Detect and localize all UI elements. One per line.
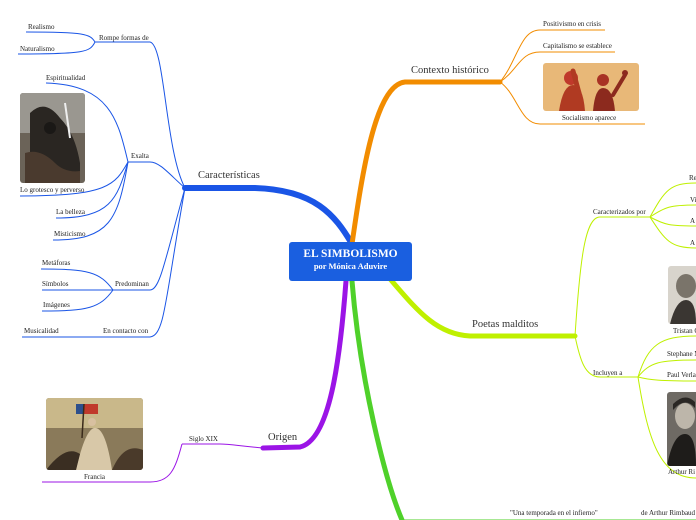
subtopic-en-contacto[interactable]: En contacto con bbox=[103, 327, 149, 335]
subtopic-siglo-xix[interactable]: Siglo XIX bbox=[189, 435, 218, 443]
item-metaforas[interactable]: Metáforas bbox=[42, 259, 71, 267]
topic-poetas-malditos[interactable]: Poetas malditos bbox=[472, 319, 539, 330]
branch-caracteristicas bbox=[182, 185, 355, 247]
item-arthur-rimbaud[interactable]: Arthur Ri bbox=[668, 468, 696, 476]
central-title: EL SIMBOLISMO bbox=[303, 248, 398, 260]
topic-origen[interactable]: Origen bbox=[268, 432, 298, 443]
topic-contexto-historico[interactable]: Contexto histórico bbox=[411, 65, 489, 76]
item-simbolos[interactable]: Símbolos bbox=[42, 280, 69, 288]
item-tristan-corbiere[interactable]: Tristan C bbox=[673, 327, 696, 335]
item-caracterizados-3[interactable]: A bbox=[690, 217, 696, 225]
item-caracterizados-4[interactable]: A bbox=[690, 239, 696, 247]
item-paul-verlaine[interactable]: Paul Verla bbox=[667, 371, 696, 379]
item-caracterizados-1[interactable]: Re bbox=[689, 174, 696, 182]
item-misticismo[interactable]: Misticismo bbox=[54, 230, 86, 238]
liberty-painting-icon bbox=[46, 398, 143, 470]
image-arthur-rimbaud bbox=[667, 392, 696, 466]
item-naturalismo[interactable]: Naturalismo bbox=[20, 45, 55, 53]
item-espiritualidad[interactable]: Espiritualidad bbox=[46, 74, 86, 82]
grotesque-painting-icon bbox=[20, 93, 85, 183]
subtopic-caracterizados-por[interactable]: Caracterizados por bbox=[593, 208, 646, 216]
branch-bottom bbox=[349, 278, 405, 520]
image-socialismo bbox=[543, 63, 639, 111]
item-imagenes[interactable]: Imágenes bbox=[43, 301, 70, 309]
topic-caracteristicas[interactable]: Características bbox=[198, 170, 260, 181]
subtopic-incluyen-a[interactable]: Incluyen a bbox=[593, 369, 623, 377]
central-topic[interactable]: EL SIMBOLISMO por Mónica Aduvire bbox=[289, 242, 412, 281]
subtopic-predominan[interactable]: Predominan bbox=[115, 280, 149, 288]
image-francia-painting bbox=[46, 398, 143, 470]
portrait-photo-icon bbox=[668, 266, 696, 324]
item-francia[interactable]: Francia bbox=[84, 473, 105, 481]
item-positivismo[interactable]: Positivismo en crisis bbox=[543, 20, 601, 28]
item-de-arthur-rimbaud[interactable]: de Arthur Rimbaud bbox=[641, 509, 696, 517]
portrait-photo-icon bbox=[667, 392, 696, 466]
item-lo-grotesco[interactable]: Lo grotesco y perverso bbox=[20, 186, 85, 194]
item-realismo[interactable]: Realismo bbox=[28, 23, 55, 31]
branch-contexto bbox=[349, 79, 503, 247]
subtopic-rompe-formas[interactable]: Rompe formas de bbox=[99, 34, 149, 42]
image-lo-grotesco bbox=[20, 93, 85, 183]
subtopic-exalta[interactable]: Exalta bbox=[131, 152, 149, 160]
central-subtitle: por Mónica Aduvire bbox=[313, 261, 388, 271]
item-la-belleza[interactable]: La belleza bbox=[56, 208, 85, 216]
item-musicalidad[interactable]: Musicalidad bbox=[24, 327, 59, 335]
socialism-poster-icon bbox=[543, 63, 639, 111]
branch-origen bbox=[260, 278, 349, 451]
image-tristan-corbiere bbox=[668, 266, 696, 324]
item-socialismo[interactable]: Socialismo aparece bbox=[562, 114, 617, 122]
item-caracterizados-2[interactable]: Vi bbox=[690, 196, 696, 204]
item-capitalismo[interactable]: Capitalismo se establece bbox=[543, 42, 612, 50]
item-una-temporada[interactable]: "Una temporada en el infierno" bbox=[510, 509, 598, 517]
item-stephane-mallarme[interactable]: Stephane M bbox=[667, 350, 696, 358]
